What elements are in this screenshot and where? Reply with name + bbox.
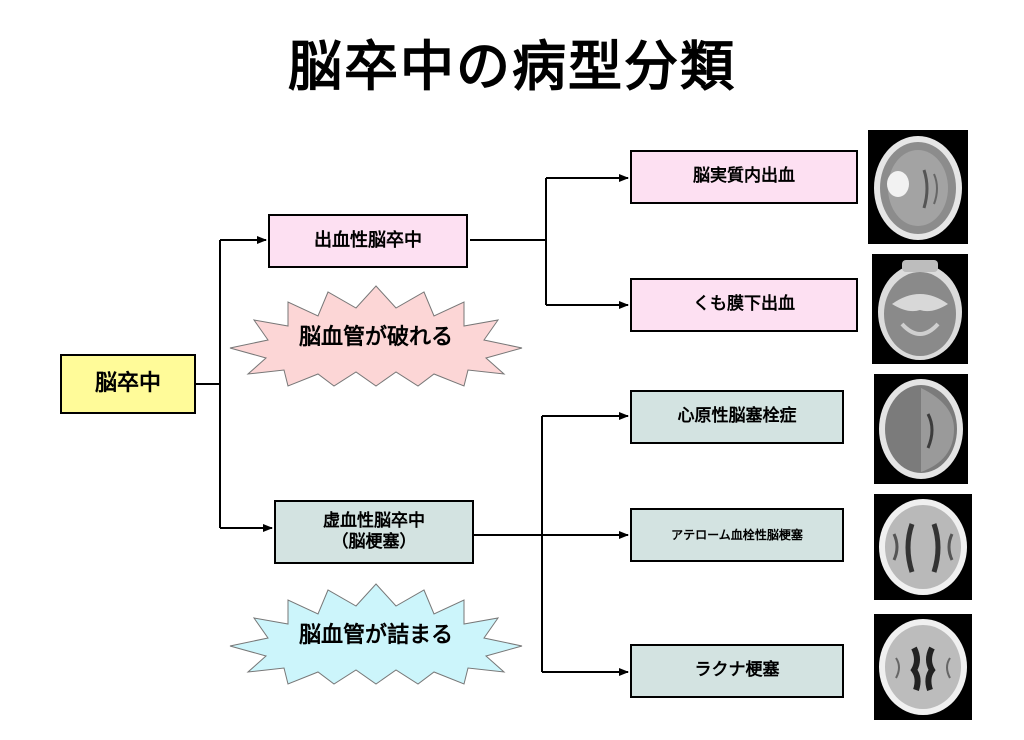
atherothrombotic-box: アテローム血栓性脳梗塞 — [630, 508, 844, 562]
ct-scan-lacunar — [874, 614, 972, 720]
ischemic-note-starburst: 脳血管が詰まる — [229, 583, 523, 685]
subarachnoid-hemorrhage-box: くも膜下出血 — [630, 278, 858, 332]
ct-scan-atherothrombotic — [874, 494, 972, 600]
ct-scan-subarachnoid — [872, 254, 968, 364]
hemorrhagic-note-starburst: 脳血管が破れる — [229, 285, 523, 387]
hemorrhagic-note: 脳血管が破れる — [299, 324, 453, 350]
page-title: 脳卒中の病型分類 — [288, 35, 736, 98]
intracerebral-hemorrhage-box: 脳実質内出血 — [630, 150, 858, 204]
cardioembolic-box: 心原性脳塞栓症 — [630, 390, 844, 444]
ct-scan-intracerebral — [868, 130, 968, 244]
ischemic-sublabel: （脳梗塞） — [331, 532, 417, 552]
root-box: 脳卒中 — [60, 354, 196, 414]
hemorrhagic-box: 出血性脳卒中 — [268, 214, 468, 268]
lacunar-box: ラクナ梗塞 — [630, 644, 844, 698]
ischemic-box: 虚血性脳卒中 （脳梗塞） — [274, 500, 474, 564]
ischemic-note: 脳血管が詰まる — [299, 622, 453, 648]
ischemic-label: 虚血性脳卒中 — [323, 510, 425, 531]
ct-scan-cardioembolic — [874, 374, 968, 484]
